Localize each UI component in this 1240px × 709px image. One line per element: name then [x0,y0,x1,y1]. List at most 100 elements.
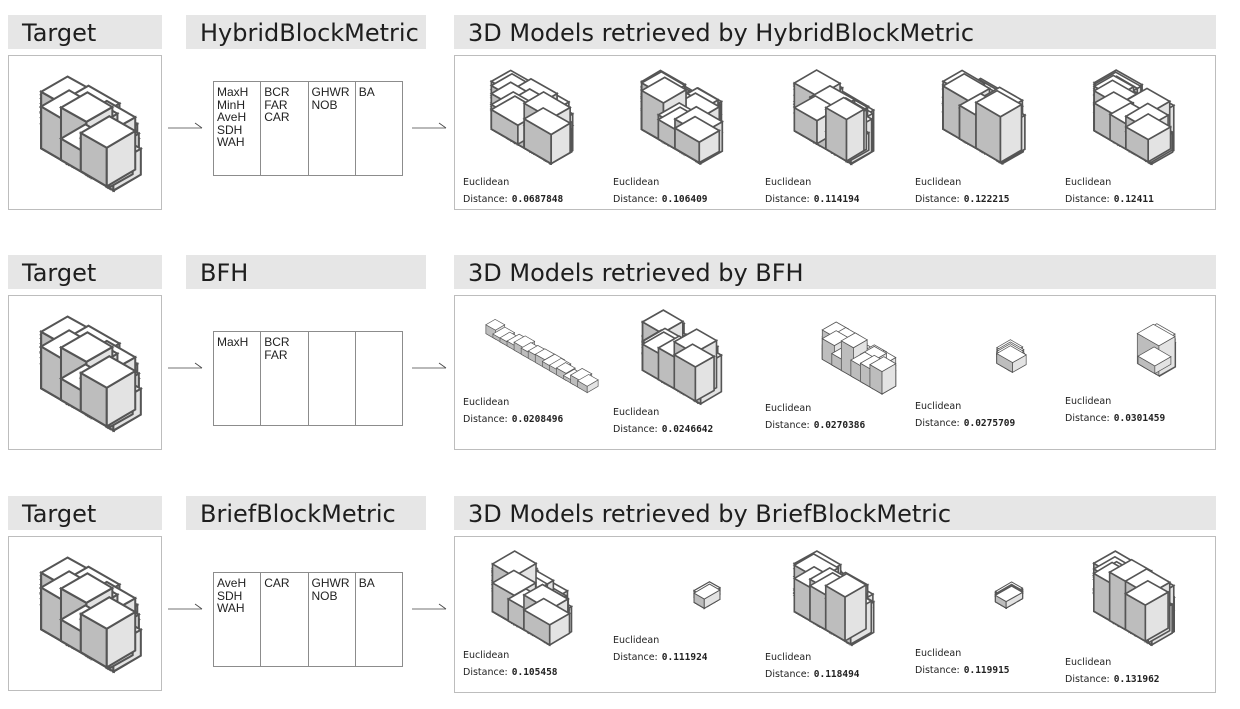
distance-prefix: Distance: [613,652,658,663]
distance-line: Distance:0.0687848 [463,191,563,208]
retrieved-model-render [1136,323,1177,377]
distance-caption: Euclidean [765,177,812,188]
distance-line: Distance:0.119915 [915,662,1010,679]
target-model-render [39,315,143,433]
distance-value: 0.0208496 [511,414,564,425]
distance-value: 0.131962 [1113,674,1160,685]
target-header: Target [8,15,162,49]
retrieved-model-render [994,581,1024,609]
distance-value: 0.0270386 [813,420,866,431]
retrieved-model-render [639,69,725,165]
metric-label: MaxH [217,85,249,99]
distance-value: 0.105458 [511,667,558,678]
target-model-box [8,536,162,691]
distance-caption: Euclidean [915,401,962,412]
retrieved-model-render [490,550,574,647]
target-model-box [8,295,162,450]
arrow-icon [412,603,447,610]
distance-line: Distance:0.0301459 [1065,410,1165,427]
retrieved-model-render [1092,550,1176,647]
metric-label: CAR [264,110,290,124]
distance-value: 0.119915 [963,665,1010,676]
distance-value: 0.0687848 [511,194,564,205]
metric-label: MaxH [217,335,249,349]
distance-prefix: Distance: [463,194,508,205]
metric-label: BCR [264,85,290,99]
metric-label: CAR [264,576,290,590]
distance-caption: Euclidean [915,648,962,659]
distance-caption: Euclidean [463,397,510,408]
distance-caption: Euclidean [915,177,962,188]
distance-value: 0.122215 [963,194,1010,205]
distance-prefix: Distance: [1065,413,1110,424]
metric-label: GHWR [311,576,350,590]
distance-line: Distance:0.131962 [1065,671,1160,688]
distance-caption: Euclidean [1065,177,1112,188]
retrieved-model-render [996,339,1027,373]
retrieved-header: 3D Models retrieved by HybridBlockMetric [454,15,1216,49]
metric-label: FAR [264,97,288,112]
method-header: BriefBlockMetric [186,496,426,530]
metric-label: FAR [264,347,288,362]
target-model-render [39,75,143,193]
distance-value: 0.12411 [1113,194,1154,205]
distance-line: Distance:0.12411 [1065,191,1154,208]
metric-label: NOB [311,97,338,112]
distance-line: Distance:0.105458 [463,664,558,681]
distance-line: Distance:0.0208496 [463,411,563,428]
metric-column: BA [356,573,402,666]
distance-line: Distance:0.0246642 [613,421,713,438]
target-header: Target [8,255,162,289]
metric-label: AveH [217,576,247,590]
metric-label: WAH [217,601,245,615]
metric-label: BA [358,576,375,590]
metric-label: AveH [217,110,247,124]
metric-column: CAR [261,573,309,666]
retrieved-model-render [1092,69,1176,166]
arrow-icon [168,603,203,610]
distance-value: 0.0301459 [1113,413,1166,424]
retrieved-model-render [485,318,599,394]
distance-line: Distance:0.0270386 [765,417,865,434]
distance-prefix: Distance: [915,418,960,429]
distance-line: Distance:0.114194 [765,191,860,208]
metric-label: BCR [264,335,290,349]
target-header: Target [8,496,162,530]
distance-prefix: Distance: [613,194,658,205]
method-header: HybridBlockMetric [186,15,426,49]
distance-prefix: Distance: [765,420,810,431]
metric-column [356,332,402,425]
distance-prefix: Distance: [765,669,810,680]
metric-label: GHWR [311,85,350,99]
distance-line: Distance:0.122215 [915,191,1010,208]
retrieved-model-render [792,550,876,647]
metric-label: SDH [217,588,243,603]
distance-caption: Euclidean [613,407,660,418]
metric-label: BA [358,85,375,99]
distance-prefix: Distance: [765,194,810,205]
distance-line: Distance:0.118494 [765,666,860,683]
distance-caption: Euclidean [463,650,510,661]
distance-caption: Euclidean [765,403,812,414]
distance-value: 0.111924 [661,652,708,663]
distance-value: 0.0246642 [661,424,714,435]
distance-caption: Euclidean [765,652,812,663]
metric-label: SDH [217,122,243,137]
